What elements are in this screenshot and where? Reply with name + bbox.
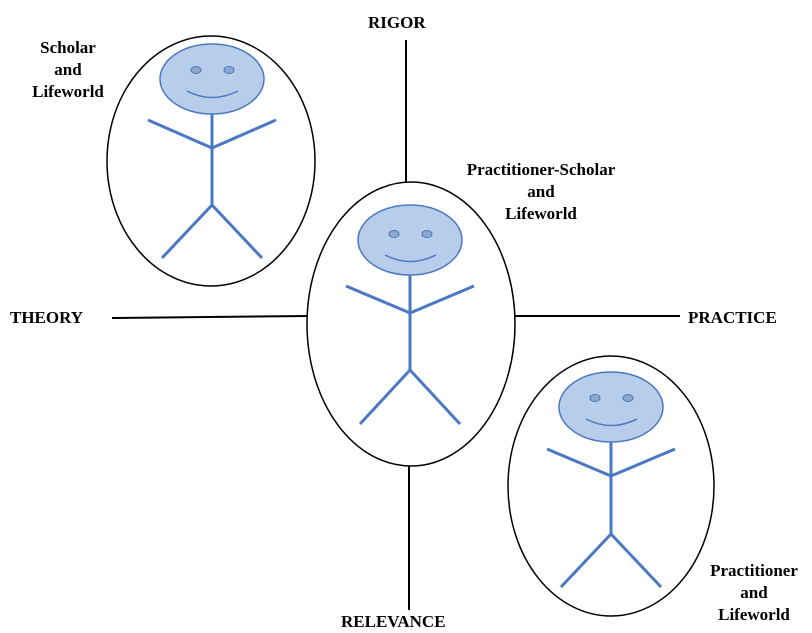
practitioner-smile xyxy=(585,418,638,427)
scholar-label-line3: Lifeworld xyxy=(32,82,104,101)
scholar-left-eye xyxy=(190,66,202,74)
practitioner-label: Practitioner and Lifeworld xyxy=(700,560,808,626)
practitioner-scholar-label: Practitioner-Scholar and Lifeworld xyxy=(446,159,636,225)
practitioner-scholar-left-arm xyxy=(345,284,411,315)
practitioner-label-line2: and xyxy=(740,583,768,602)
practitioner-scholar-right-leg xyxy=(408,368,462,426)
scholar-stick-figure xyxy=(147,43,277,260)
scholar-ellipse xyxy=(106,35,316,287)
practitioner-scholar-ellipse xyxy=(306,181,516,467)
axis-horizontal-left xyxy=(111,315,309,319)
scholar-label-line2: and xyxy=(54,60,82,79)
practitioner-scholar-left-leg xyxy=(358,368,412,426)
practitioner-ellipse xyxy=(507,355,715,617)
scholar-left-leg xyxy=(160,203,214,260)
practitioner-left-leg xyxy=(559,532,613,589)
axis-label-practice: PRACTICE xyxy=(688,308,777,327)
practitioner-scholar-smile xyxy=(384,254,437,263)
practitioner-scholar-label-line2: and xyxy=(527,182,555,201)
practitioner-scholar-figure xyxy=(306,181,516,467)
practitioner-label-line3: Lifeworld xyxy=(718,605,790,624)
practitioner-scholar-label-line1: Practitioner-Scholar xyxy=(466,160,616,179)
practitioner-left-arm xyxy=(546,447,612,478)
scholar-figure xyxy=(106,35,316,287)
practitioner-scholar-label-line3: Lifeworld xyxy=(505,204,577,223)
scholar-right-leg xyxy=(210,203,264,260)
practitioner-scholar-stick-figure xyxy=(345,204,475,426)
scholar-left-arm xyxy=(147,118,213,150)
scholar-label-line1: Scholar xyxy=(40,38,96,57)
scholar-label: Scholar and Lifeworld xyxy=(26,37,110,103)
axis-label-theory: THEORY xyxy=(10,308,84,327)
axis-label-rigor: RIGOR xyxy=(368,13,426,32)
practitioner-figure xyxy=(507,355,715,617)
axis-label-relevance: RELEVANCE xyxy=(341,612,446,631)
practitioner-left-eye xyxy=(589,394,601,402)
practitioner-scholar-left-eye xyxy=(388,230,400,238)
scholar-right-eye xyxy=(223,66,235,74)
practitioner-right-eye xyxy=(622,394,634,402)
practitioner-scholar-right-arm xyxy=(409,284,475,315)
practitioner-right-arm xyxy=(610,447,676,478)
scholar-right-arm xyxy=(211,118,277,150)
practitioner-stick-figure xyxy=(546,371,676,589)
practitioner-face xyxy=(558,371,664,443)
scholar-face xyxy=(159,43,265,115)
practitioner-label-line1: Practitioner xyxy=(710,561,798,580)
scholar-smile xyxy=(186,90,239,99)
practitioner-scholar-right-eye xyxy=(421,230,433,238)
practitioner-right-leg xyxy=(609,532,663,589)
